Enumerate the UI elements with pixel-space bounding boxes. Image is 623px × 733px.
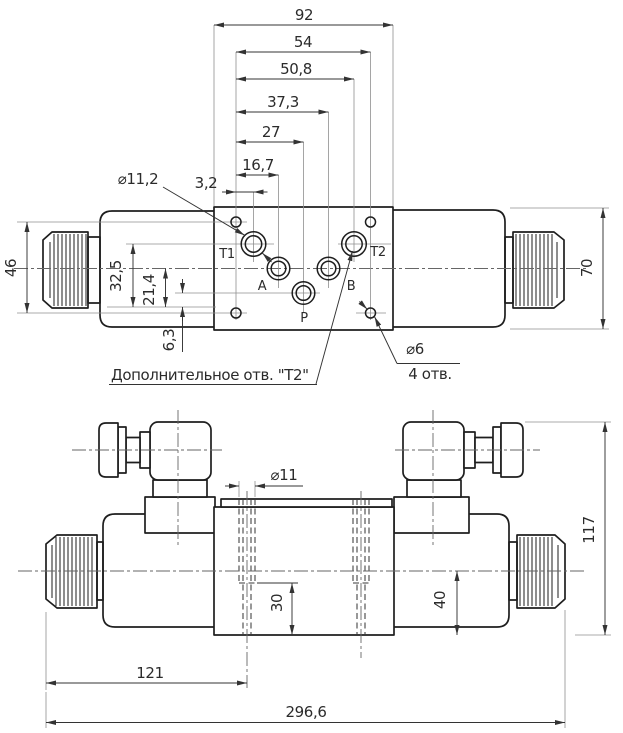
dim-50-8: 50,8 <box>280 60 312 78</box>
connector-body-right <box>402 421 465 481</box>
dim-54: 54 <box>294 33 312 51</box>
mounting-hole-bottom-right <box>364 307 377 319</box>
label-port-a: A <box>258 279 267 294</box>
dim-70: 70 <box>578 259 596 277</box>
dim-21-4: 21,4 <box>140 274 158 306</box>
centerlines-side <box>18 410 584 688</box>
solenoid-right-top <box>392 209 565 328</box>
dim-296-6: 296,6 <box>286 703 327 721</box>
knurled-knob-left-side <box>45 534 104 609</box>
dimensions-side: ⌀11 30 40 117 121 296,6 <box>45 421 611 728</box>
dim-3-2: 3,2 <box>195 174 218 192</box>
port-a <box>266 256 291 281</box>
label-port-t1: T1 <box>218 247 235 262</box>
callout-dia6-qty: 4 отв. <box>408 365 451 383</box>
leader-dia11-2 <box>162 186 245 236</box>
hidden-holes-side <box>238 499 370 635</box>
side-view: ⌀11 30 40 117 121 296,6 <box>18 410 611 728</box>
label-port-t2: T2 <box>369 245 385 260</box>
coil-block-left <box>144 496 216 534</box>
vertical-dimensions-top: 46 70 32,5 21,4 6,3 <box>2 207 609 352</box>
dimension-chain-top: 92 54 50,8 37,3 27 16,7 3,2 <box>195 6 393 195</box>
mounting-hole-top-right <box>364 216 377 228</box>
port-t2 <box>340 230 368 258</box>
dim-27: 27 <box>262 123 280 141</box>
dim-dia11: ⌀11 <box>271 466 298 484</box>
port-p <box>291 280 316 306</box>
dim-121: 121 <box>136 664 163 682</box>
callouts-top: ⌀11,2 ⌀6 4 отв. Дополнительное отв. "T2" <box>109 170 460 385</box>
port-labels: T1 A P B T2 <box>218 245 386 326</box>
connector-body-left <box>149 421 212 481</box>
label-port-p: P <box>300 311 308 326</box>
callout-dia6: ⌀6 <box>406 340 424 358</box>
knurled-knob-left-top <box>42 231 101 309</box>
coil-block-right <box>393 496 470 534</box>
callout-dia11-2: ⌀11,2 <box>118 170 158 188</box>
port-t1 <box>240 230 267 258</box>
label-port-b: B <box>347 279 356 294</box>
connector-right <box>393 421 524 534</box>
mounting-hole-top-left <box>230 216 242 228</box>
dim-117: 117 <box>580 516 598 543</box>
interface-plate-side <box>220 498 393 508</box>
knurled-knob-right-top <box>504 231 565 309</box>
construction-lines-top <box>14 25 586 320</box>
leader-t2-note <box>315 250 353 385</box>
solenoid-right-side <box>393 513 566 628</box>
dim-92: 92 <box>295 6 313 24</box>
port-b <box>316 256 341 281</box>
solenoid-left-top <box>42 210 215 328</box>
knurled-knob-right-side <box>508 534 566 609</box>
dim-30: 30 <box>268 594 286 612</box>
mounting-hole-bottom-left <box>230 307 242 319</box>
dim-6-3: 6,3 <box>160 329 178 352</box>
top-view: T1 A P B T2 92 54 50,8 37,3 27 16,7 3,2 <box>2 6 609 385</box>
connector-left <box>98 421 216 534</box>
leader-dia6 <box>374 316 398 364</box>
dim-37-3: 37,3 <box>267 93 299 111</box>
dim-40: 40 <box>431 591 449 609</box>
dim-46: 46 <box>2 259 20 277</box>
ports <box>230 216 377 319</box>
callout-t2-note: Дополнительное отв. "T2" <box>111 366 309 384</box>
dim-16-7: 16,7 <box>242 156 274 174</box>
dim-32-5: 32,5 <box>107 260 125 292</box>
